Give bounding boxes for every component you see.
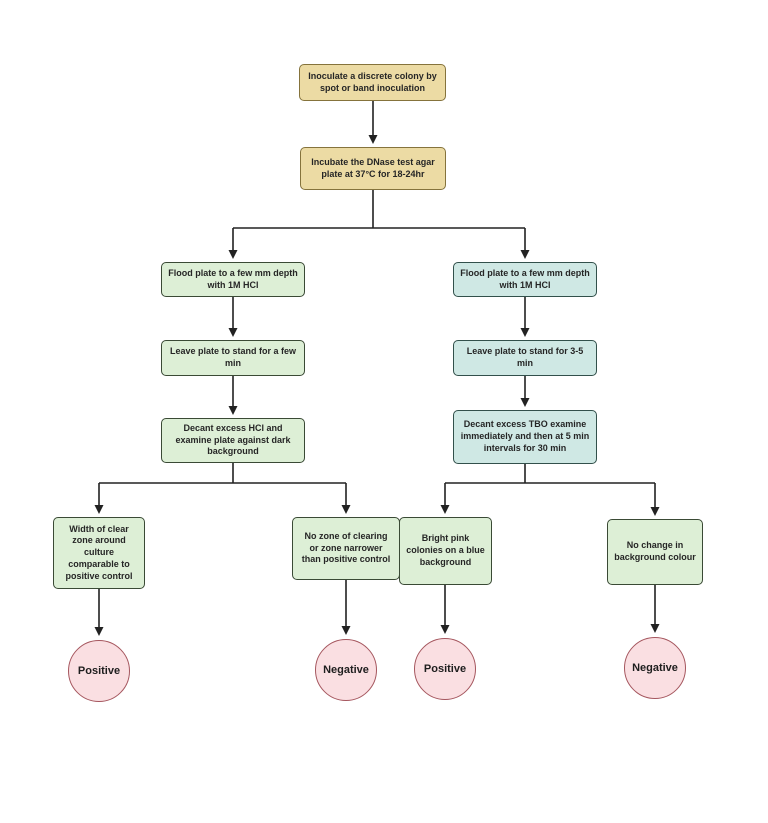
node-right-decant-tbo: Decant excess TBO examine immediately an… <box>453 410 597 464</box>
node-right-flood: Flood plate to a few mm depth with 1M HC… <box>453 262 597 297</box>
node-inoculate-colony: Inoculate a discrete colony by spot or b… <box>299 64 446 101</box>
node-right-stand: Leave plate to stand for 3-5 min <box>453 340 597 376</box>
node-left-decant-examine: Decant excess HCl and examine plate agai… <box>161 418 305 464</box>
node-left-flood-hcl: Flood plate to a few mm depth with 1M HC… <box>161 262 305 297</box>
node-incubate-plate: Incubate the DNase test agar plate at 37… <box>300 147 446 190</box>
node-left-stand: Leave plate to stand for a few min <box>161 340 305 376</box>
result-right-negative: Negative <box>624 637 686 699</box>
result-left-positive: Positive <box>68 640 130 702</box>
result-right-positive: Positive <box>414 638 476 700</box>
node-left-outcome-positive: Width of clear zone around culture compa… <box>53 517 145 589</box>
node-left-outcome-negative: No zone of clearing or zone narrower tha… <box>292 517 400 580</box>
result-left-negative: Negative <box>315 639 377 701</box>
node-right-outcome-negative: No change in background colour <box>607 519 703 585</box>
node-right-outcome-positive: Bright pink colonies on a blue backgroun… <box>399 517 492 585</box>
